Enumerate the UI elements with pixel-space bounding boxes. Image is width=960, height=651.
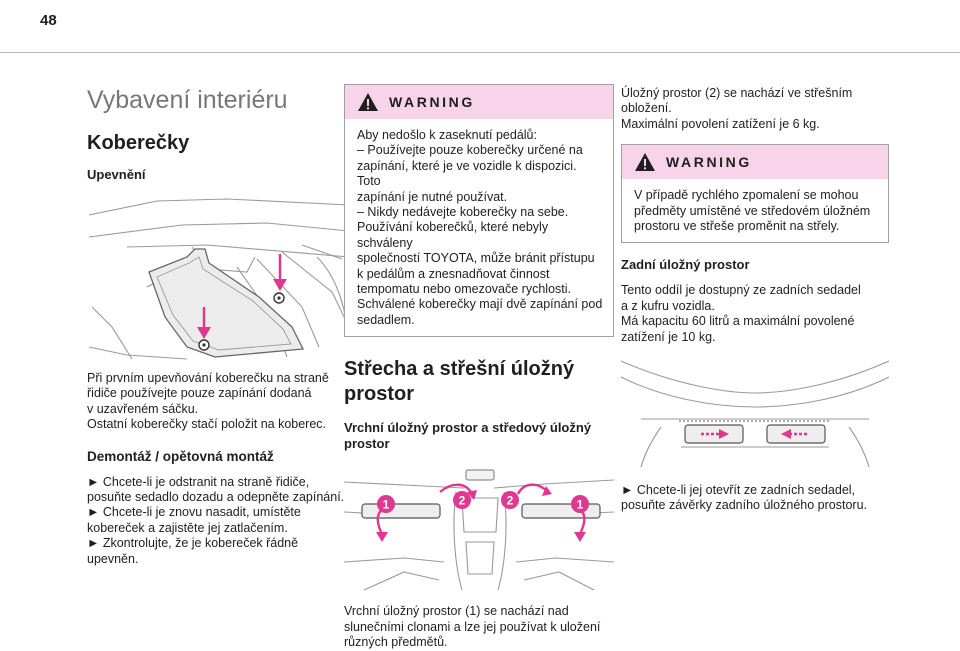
text-line: V případě rychlého zpomalení se mohou (634, 188, 859, 203)
text-line: – Nikdy nedávejte koberečky na sebe. (357, 205, 569, 220)
column-2: WARNING Aby nedošlo k zaseknutí pedálů: … (344, 84, 614, 651)
text-line: tempomatu nebo omezovače rychlosti. (357, 282, 571, 297)
warning-triangle-icon (635, 153, 655, 172)
fastening-text: Při prvním upevňování koberečku na stran… (87, 371, 349, 433)
text-line: k pedálům a znesnadňovat činnost (357, 266, 550, 281)
text-line: – Používejte pouze koberečky určené na (357, 143, 583, 158)
text-line: ► Chcete-li je odstranit na straně řidič… (87, 474, 310, 489)
warning-triangle-icon (358, 93, 378, 111)
heading-line: Střecha a střešní úložný (344, 358, 575, 381)
text-line: kobereček a zajistěte jej zatlačením. (87, 520, 288, 535)
text-line: Má kapacitu 60 litrů a maximální povolen… (621, 314, 855, 329)
text-line: v uzavřeném sáčku. (87, 401, 199, 416)
floor-mat-illustration (88, 198, 349, 360)
warning-body: Aby nedošlo k zaseknutí pedálů: – Použív… (345, 119, 613, 336)
column-3: Úložný prostor (2) se nachází ve střešní… (621, 86, 889, 514)
heading-line: Vrchní úložný prostor a středový úložný (344, 420, 592, 436)
callout-2-left: 2 (459, 494, 466, 508)
warning-header: WARNING (622, 145, 888, 180)
section-heading-roof: Střecha a střešní úložný prostor (344, 357, 614, 407)
subheading-upper-storage: Vrchní úložný prostor a středový úložný … (344, 420, 614, 452)
warning-box-pedals: WARNING Aby nedošlo k zaseknutí pedálů: … (344, 84, 614, 338)
subheading-rear-storage: Zadní úložný prostor (621, 257, 750, 273)
warning-title: WARNING (389, 94, 475, 110)
warning-title: WARNING (666, 154, 752, 171)
text-line: ► Chcete-li je znovu nasadit, umístěte (87, 505, 301, 520)
chapter-title: Vybavení interiéru (87, 86, 288, 114)
text-line: Ostatní koberečky stačí položit na kober… (87, 417, 327, 432)
text-line: různých předmětů. (344, 635, 448, 650)
rear-storage-instruction: ► Chcete-li jej otevřít ze zadních sedad… (621, 483, 889, 514)
text-line: posuňte závěrky zadního úložného prostor… (621, 498, 867, 513)
text-line: ► Chcete-li jej otevřít ze zadních sedad… (621, 483, 856, 498)
text-line: Úložný prostor (2) se nachází ve střešní… (621, 86, 853, 100)
text-line: společností TOYOTA, může bránit přístupu (357, 251, 595, 266)
column-1: Vybavení interiéru Koberečky Upevnění (87, 80, 349, 567)
text-line: zapínání je nutné používat. (357, 189, 508, 204)
text-line: Schválené koberečky mají dvě zapínání po… (357, 297, 603, 312)
text-line: a z kufru vozidla. (621, 298, 715, 313)
text-line: Používání koberečků, které nebyly schvál… (357, 220, 549, 250)
heading-line: prostor (344, 436, 390, 452)
text-line: prostoru ve střeše proměnit na střely. (634, 219, 840, 234)
text-line: řidiče používejte pouze zapínání dodaná (87, 386, 312, 401)
text-line: Při prvním upevňování koberečku na stran… (87, 371, 329, 385)
text-line: posuňte sedadlo dozadu a odepněte zapíná… (87, 490, 345, 505)
text-line: Vrchní úložný prostor (1) se nachází nad (344, 604, 569, 619)
callout-1-right: 1 (577, 498, 584, 512)
text-line: sedadlem. (357, 312, 415, 327)
roof-storage-intro: Úložný prostor (2) se nachází ve střešní… (621, 86, 889, 132)
subheading-fastening: Upevnění (87, 167, 146, 182)
text-line: obložení. (621, 101, 672, 116)
text-line: předměty umístěné ve středovém úložném (634, 203, 871, 218)
warning-header: WARNING (345, 85, 613, 119)
heading-line: prostor (344, 383, 414, 406)
rear-storage-text: Tento oddíl je dostupný ze zadních sedad… (621, 283, 889, 345)
warning-box-projectiles: WARNING V případě rychlého zpomalení se … (621, 144, 889, 244)
subheading-removal: Demontáž / opětovná montáž (87, 448, 274, 464)
text-line: Tento oddíl je dostupný ze zadních sedad… (621, 283, 861, 298)
text-line: zatížení je 10 kg. (621, 329, 716, 344)
text-line: Maximální povolení zatížení je 6 kg. (621, 116, 820, 131)
rear-storage-illustration (621, 360, 889, 468)
text-line: slunečními clonami a lze jej používat k … (344, 619, 601, 634)
overhead-storage-illustration: 1 2 2 1 (344, 469, 614, 591)
header-divider (0, 52, 960, 53)
callout-1-left: 1 (383, 498, 390, 512)
text-line: ► Zkontrolujte, že je kobereček řádně up… (87, 536, 299, 566)
warning-body: V případě rychlého zpomalení se mohou př… (622, 179, 888, 242)
section-heading-mats: Koberečky (87, 132, 190, 154)
upper-storage-text: Vrchní úložný prostor (1) se nachází nad… (344, 604, 614, 650)
text-line: zapínání, které je ve vozidle k dispozic… (357, 158, 577, 189)
page-number: 48 (40, 12, 57, 29)
removal-text: ► Chcete-li je odstranit na straně řidič… (87, 475, 349, 567)
callout-2-right: 2 (507, 494, 514, 508)
text-line: Aby nedošlo k zaseknutí pedálů: (357, 128, 537, 142)
